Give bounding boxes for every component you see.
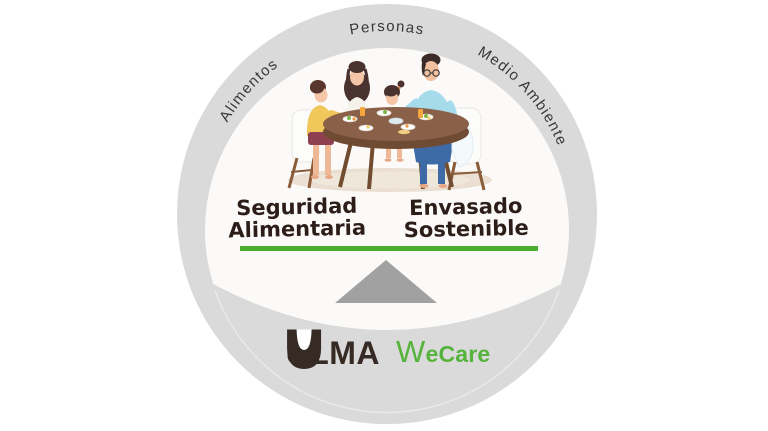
wecare-logo-text: WeCare bbox=[396, 334, 491, 369]
ring-label-personas: Personas bbox=[348, 18, 426, 39]
ulma-u-logo-icon bbox=[287, 329, 322, 369]
label-seguridad-alimentaria: Seguridad Alimentaria bbox=[219, 194, 376, 243]
balance-triangle bbox=[335, 260, 437, 303]
tableware bbox=[342, 107, 434, 135]
balance-beam bbox=[240, 246, 538, 251]
logo-row: ULMA WeCare bbox=[286, 329, 491, 373]
label-line: Sostenible bbox=[403, 215, 529, 243]
ring-inner-edge-arc bbox=[214, 289, 560, 414]
label-line: Alimentaria bbox=[228, 215, 367, 243]
label-envasado-sostenible: Envasado Sostenible bbox=[388, 194, 545, 243]
family-dinner-table-illustration bbox=[287, 53, 492, 192]
